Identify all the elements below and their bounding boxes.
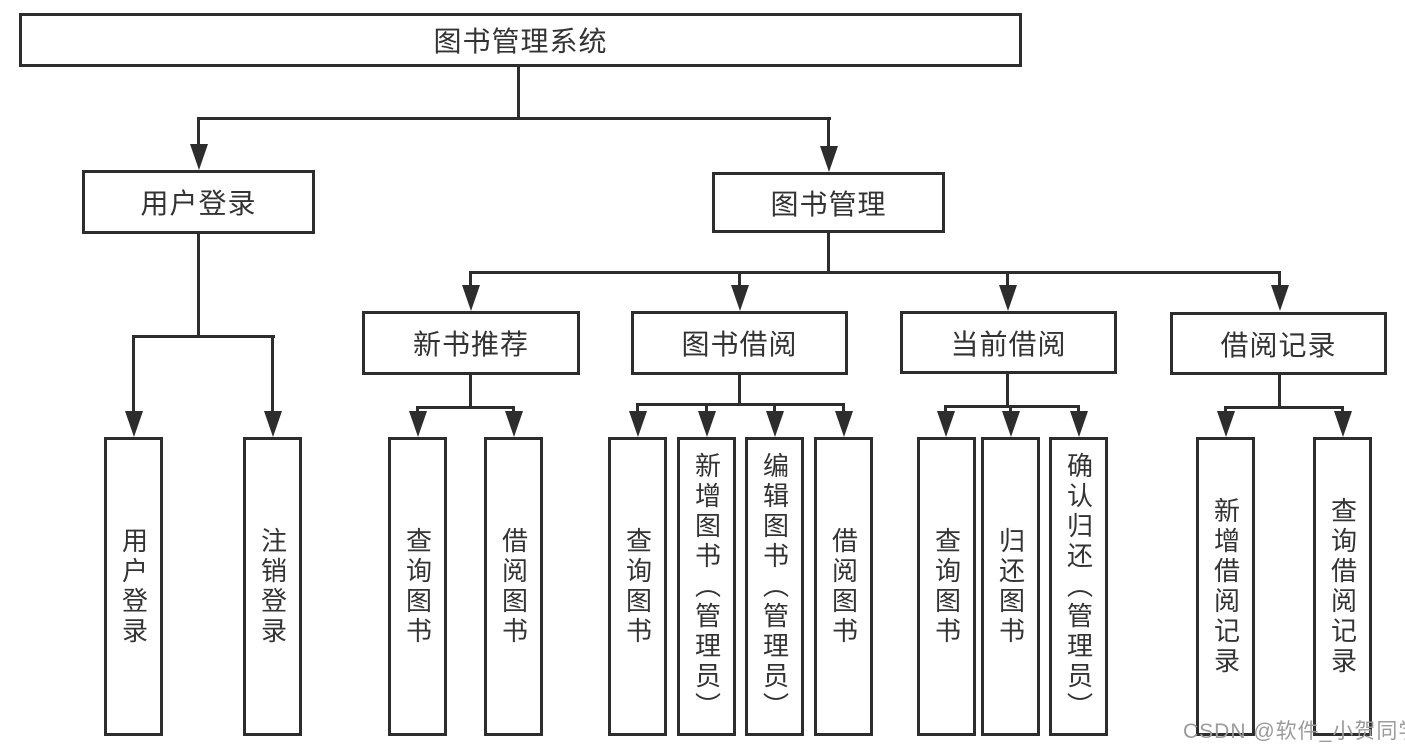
connector-drop-current-borrow xyxy=(1006,271,1009,289)
connector-drop-bb-query xyxy=(636,403,639,415)
csdn-watermark: CSDN @软件_小贺同学 xyxy=(1183,720,1405,743)
arrowhead-rec-query xyxy=(408,411,427,437)
arrowhead-rec-borrow xyxy=(504,411,523,437)
arrowhead-leaf-user-login xyxy=(124,411,143,437)
connector-book-borrow-horizontal xyxy=(636,403,845,406)
node-borrow-records: 借阅记录 xyxy=(1170,312,1387,375)
connector-drop-rec-query xyxy=(416,406,419,415)
connector-drop-cb-confirm xyxy=(1077,405,1080,415)
node-book-mgmt: 图书管理 xyxy=(712,172,945,233)
connector-drop-borrow-records xyxy=(1278,271,1281,289)
node-leaf-cb-confirm-return: 确认归还（管理员） xyxy=(1049,437,1108,736)
arrowhead-current-borrow xyxy=(998,285,1017,311)
node-leaf-rec-query-book: 查询图书 xyxy=(388,437,447,736)
arrowhead-bb-edit xyxy=(765,411,784,437)
node-leaf-br-query-record: 查询借阅记录 xyxy=(1313,437,1372,736)
connector-level3-horizontal xyxy=(469,271,1281,274)
arrowhead-cb-return xyxy=(1001,411,1020,437)
connector-drop-book-mgmt xyxy=(827,117,830,151)
arrowhead-user-login xyxy=(189,144,208,170)
arrowhead-new-book-rec xyxy=(461,285,480,311)
connector-drop-cb-query xyxy=(944,405,947,415)
connector-book-borrow-stub xyxy=(738,375,741,406)
node-leaf-cb-return-book: 归还图书 xyxy=(981,437,1040,736)
connector-drop-leaf-logout xyxy=(271,335,274,415)
connector-drop-leaf-user-login xyxy=(132,335,135,415)
connector-drop-bb-edit xyxy=(773,403,776,415)
node-book-borrow: 图书借阅 xyxy=(631,311,848,375)
node-system: 图书管理系统 xyxy=(19,13,1022,67)
arrowhead-br-add xyxy=(1216,411,1235,437)
arrowhead-cb-query xyxy=(936,411,955,437)
node-current-borrow: 当前借阅 xyxy=(900,311,1117,374)
connector-drop-cb-return xyxy=(1009,405,1012,415)
connector-current-borrow-horizontal xyxy=(944,405,1080,408)
connector-drop-new-book-rec xyxy=(469,271,472,289)
node-leaf-bb-borrow-book: 借阅图书 xyxy=(814,437,873,736)
connector-book-mgmt-stub xyxy=(827,233,830,274)
node-new-book-rec: 新书推荐 xyxy=(362,311,580,375)
connector-user-login-horizontal xyxy=(132,335,275,338)
node-leaf-cb-query-book: 查询图书 xyxy=(917,437,976,736)
arrowhead-borrow-records xyxy=(1270,285,1289,311)
connector-drop-br-add xyxy=(1224,406,1227,415)
connector-user-login-stub xyxy=(197,234,200,338)
arrowhead-book-mgmt xyxy=(819,146,838,172)
connector-drop-bb-add xyxy=(705,403,708,415)
connector-drop-br-query xyxy=(1341,406,1344,415)
connector-borrow-records-stub xyxy=(1278,375,1281,409)
arrowhead-bb-borrow xyxy=(834,411,853,437)
connector-root-horizontal xyxy=(197,117,831,120)
arrowhead-leaf-logout xyxy=(263,411,282,437)
connector-current-borrow-stub xyxy=(1006,374,1009,407)
node-leaf-user-login: 用户登录 xyxy=(104,437,163,736)
arrowhead-cb-confirm xyxy=(1069,411,1088,437)
connector-drop-user-login xyxy=(197,117,200,149)
connector-new-book-rec-horizontal xyxy=(416,406,515,409)
connector-new-book-rec-stub xyxy=(469,375,472,409)
arrowhead-book-borrow xyxy=(730,285,749,311)
connector-drop-rec-borrow xyxy=(512,406,515,415)
node-user-login: 用户登录 xyxy=(82,170,315,234)
connector-borrow-records-horizontal xyxy=(1224,406,1344,409)
connector-drop-bb-borrow xyxy=(842,403,845,415)
arrowhead-bb-query xyxy=(628,411,647,437)
node-leaf-bb-edit-book: 编辑图书（管理员） xyxy=(745,437,804,736)
node-leaf-br-add-record: 新增借阅记录 xyxy=(1196,437,1255,736)
node-leaf-rec-borrow-book: 借阅图书 xyxy=(484,437,543,736)
node-leaf-bb-add-book: 新增图书（管理员） xyxy=(677,437,736,736)
connector-drop-book-borrow xyxy=(738,271,741,289)
node-leaf-bb-query-book: 查询图书 xyxy=(608,437,667,736)
arrowhead-br-query xyxy=(1333,411,1352,437)
arrowhead-bb-add xyxy=(697,411,716,437)
connector-root-stub xyxy=(517,67,520,120)
node-leaf-logout: 注销登录 xyxy=(243,437,302,736)
